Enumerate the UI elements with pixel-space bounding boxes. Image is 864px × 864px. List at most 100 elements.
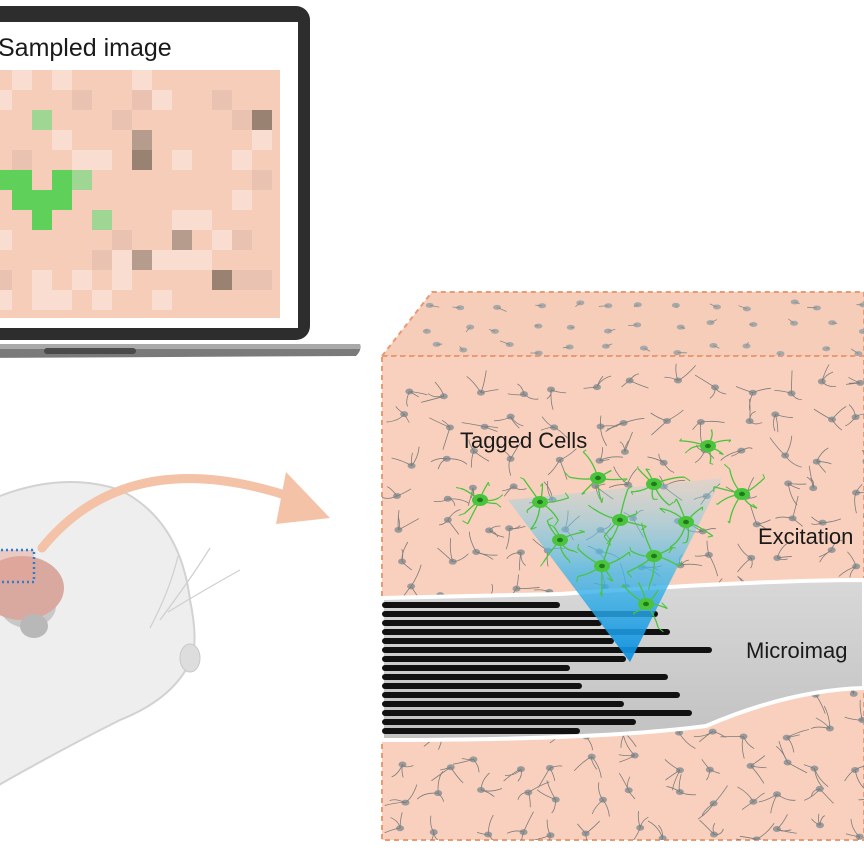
tissue-branch — [710, 319, 718, 323]
sampled-pixel — [132, 130, 152, 150]
tissue-branch — [403, 413, 410, 424]
tissue-branch — [409, 391, 428, 396]
tissue-branch — [709, 387, 716, 399]
tissue-branch — [447, 508, 461, 521]
tagged-cell-dendrite — [568, 559, 571, 564]
tissue-branch — [465, 326, 471, 333]
tissue-branch — [437, 547, 453, 563]
tissue-branch — [605, 422, 624, 432]
tissue-branch — [708, 554, 719, 577]
tissue-branch — [405, 784, 418, 803]
tissue-branch — [854, 769, 864, 789]
tissue-branch — [794, 301, 800, 305]
tagged-cell-dendrite — [530, 526, 537, 530]
tissue-branch — [401, 561, 413, 571]
tissue-branch — [819, 815, 826, 826]
tissue-branch — [429, 304, 440, 308]
tissue-branch — [549, 765, 563, 769]
tissue-branch — [819, 549, 832, 563]
tissue-branch — [701, 759, 711, 770]
tissue-branch — [523, 393, 539, 400]
tagged-cell-dendrite — [606, 577, 613, 582]
tagged-cell-dendrite — [723, 463, 731, 470]
tissue-branch — [694, 374, 716, 388]
tissue-branch — [775, 516, 793, 519]
tissue-branch — [856, 492, 864, 494]
sampled-pixel — [172, 230, 192, 250]
tissue-branch — [679, 791, 696, 796]
tissue-branch — [819, 788, 834, 804]
tagged-cell-dendrite — [673, 498, 677, 504]
imaging-fiber — [382, 719, 636, 725]
tissue-branch — [389, 799, 406, 803]
tissue-branch — [855, 413, 864, 418]
tissue-branch — [803, 764, 815, 769]
tissue-branch — [739, 835, 757, 840]
tagged-cell-dendrite — [728, 439, 732, 443]
tissue-branch — [468, 531, 477, 553]
tissue-branch — [521, 831, 524, 840]
sampled-pixel — [52, 170, 72, 190]
tissue-branch — [399, 812, 403, 829]
tissue-branch — [536, 789, 556, 801]
tissue-branch — [466, 376, 482, 393]
tissue-branch — [384, 827, 401, 834]
sampled-pixel — [32, 210, 52, 230]
imaging-fiber — [382, 638, 614, 644]
tissue-branch — [628, 324, 638, 327]
tissue-branch — [808, 465, 814, 489]
tissue-branch — [854, 492, 857, 514]
tissue-branch — [452, 306, 461, 309]
tissue-branch — [527, 792, 531, 808]
tagged-cell-dendrite — [635, 510, 638, 514]
tissue-branch — [811, 788, 820, 797]
sampled-pixel — [132, 90, 152, 110]
tissue-branch — [535, 304, 543, 307]
tagged-cell-dendrite — [621, 584, 624, 589]
tissue-branch — [629, 373, 639, 381]
tissue-branch — [503, 768, 522, 782]
tagged-cell-dendrite — [563, 471, 570, 478]
tissue-branch — [480, 772, 490, 790]
tissue-branch — [699, 731, 713, 743]
tagged-cell-nucleus — [537, 499, 543, 505]
sampled-pixel — [172, 210, 192, 230]
tissue-branch — [600, 415, 602, 427]
tissue-branch — [791, 393, 802, 401]
tissue-branch — [735, 386, 753, 394]
tissue-branch — [858, 799, 864, 801]
sampled-pixel — [0, 170, 12, 190]
tissue-branch — [447, 519, 460, 535]
tissue-branch — [643, 347, 651, 352]
tagged-cell-dendrite — [641, 526, 647, 531]
tissue-branch — [680, 563, 703, 567]
tissue-branch — [461, 422, 485, 428]
tissue-branch — [633, 304, 638, 308]
sampled-pixel — [112, 110, 132, 130]
tissue-branch — [678, 732, 696, 749]
sampled-pixel — [72, 270, 92, 290]
tagged-cell-dendrite — [498, 494, 504, 499]
tissue-branch — [532, 834, 551, 840]
sampled-pixel — [112, 250, 132, 270]
sampled-pixel — [52, 70, 72, 90]
tissue-branch — [447, 498, 456, 507]
tissue-branch — [854, 765, 864, 771]
tagged-cell-dendrite — [603, 536, 608, 542]
tagged-cell-dendrite — [622, 478, 628, 483]
tissue-branch — [706, 769, 711, 781]
sampled-pixel — [192, 250, 212, 270]
sampled-pixel — [92, 150, 112, 170]
tissue-branch — [697, 803, 714, 820]
tissue-branch — [546, 780, 557, 800]
tissue-branch — [815, 717, 831, 729]
tissue-branch — [397, 516, 400, 531]
tagged-cell-dendrite — [582, 449, 587, 453]
tagged-cell-nucleus — [683, 519, 689, 525]
tissue-branch — [633, 827, 641, 840]
tissue-branch — [395, 406, 405, 415]
tissue-branch — [467, 487, 474, 506]
tagged-cell-dendrite — [564, 492, 570, 499]
tissue-branch — [627, 468, 638, 485]
sampled-pixel — [32, 190, 52, 210]
